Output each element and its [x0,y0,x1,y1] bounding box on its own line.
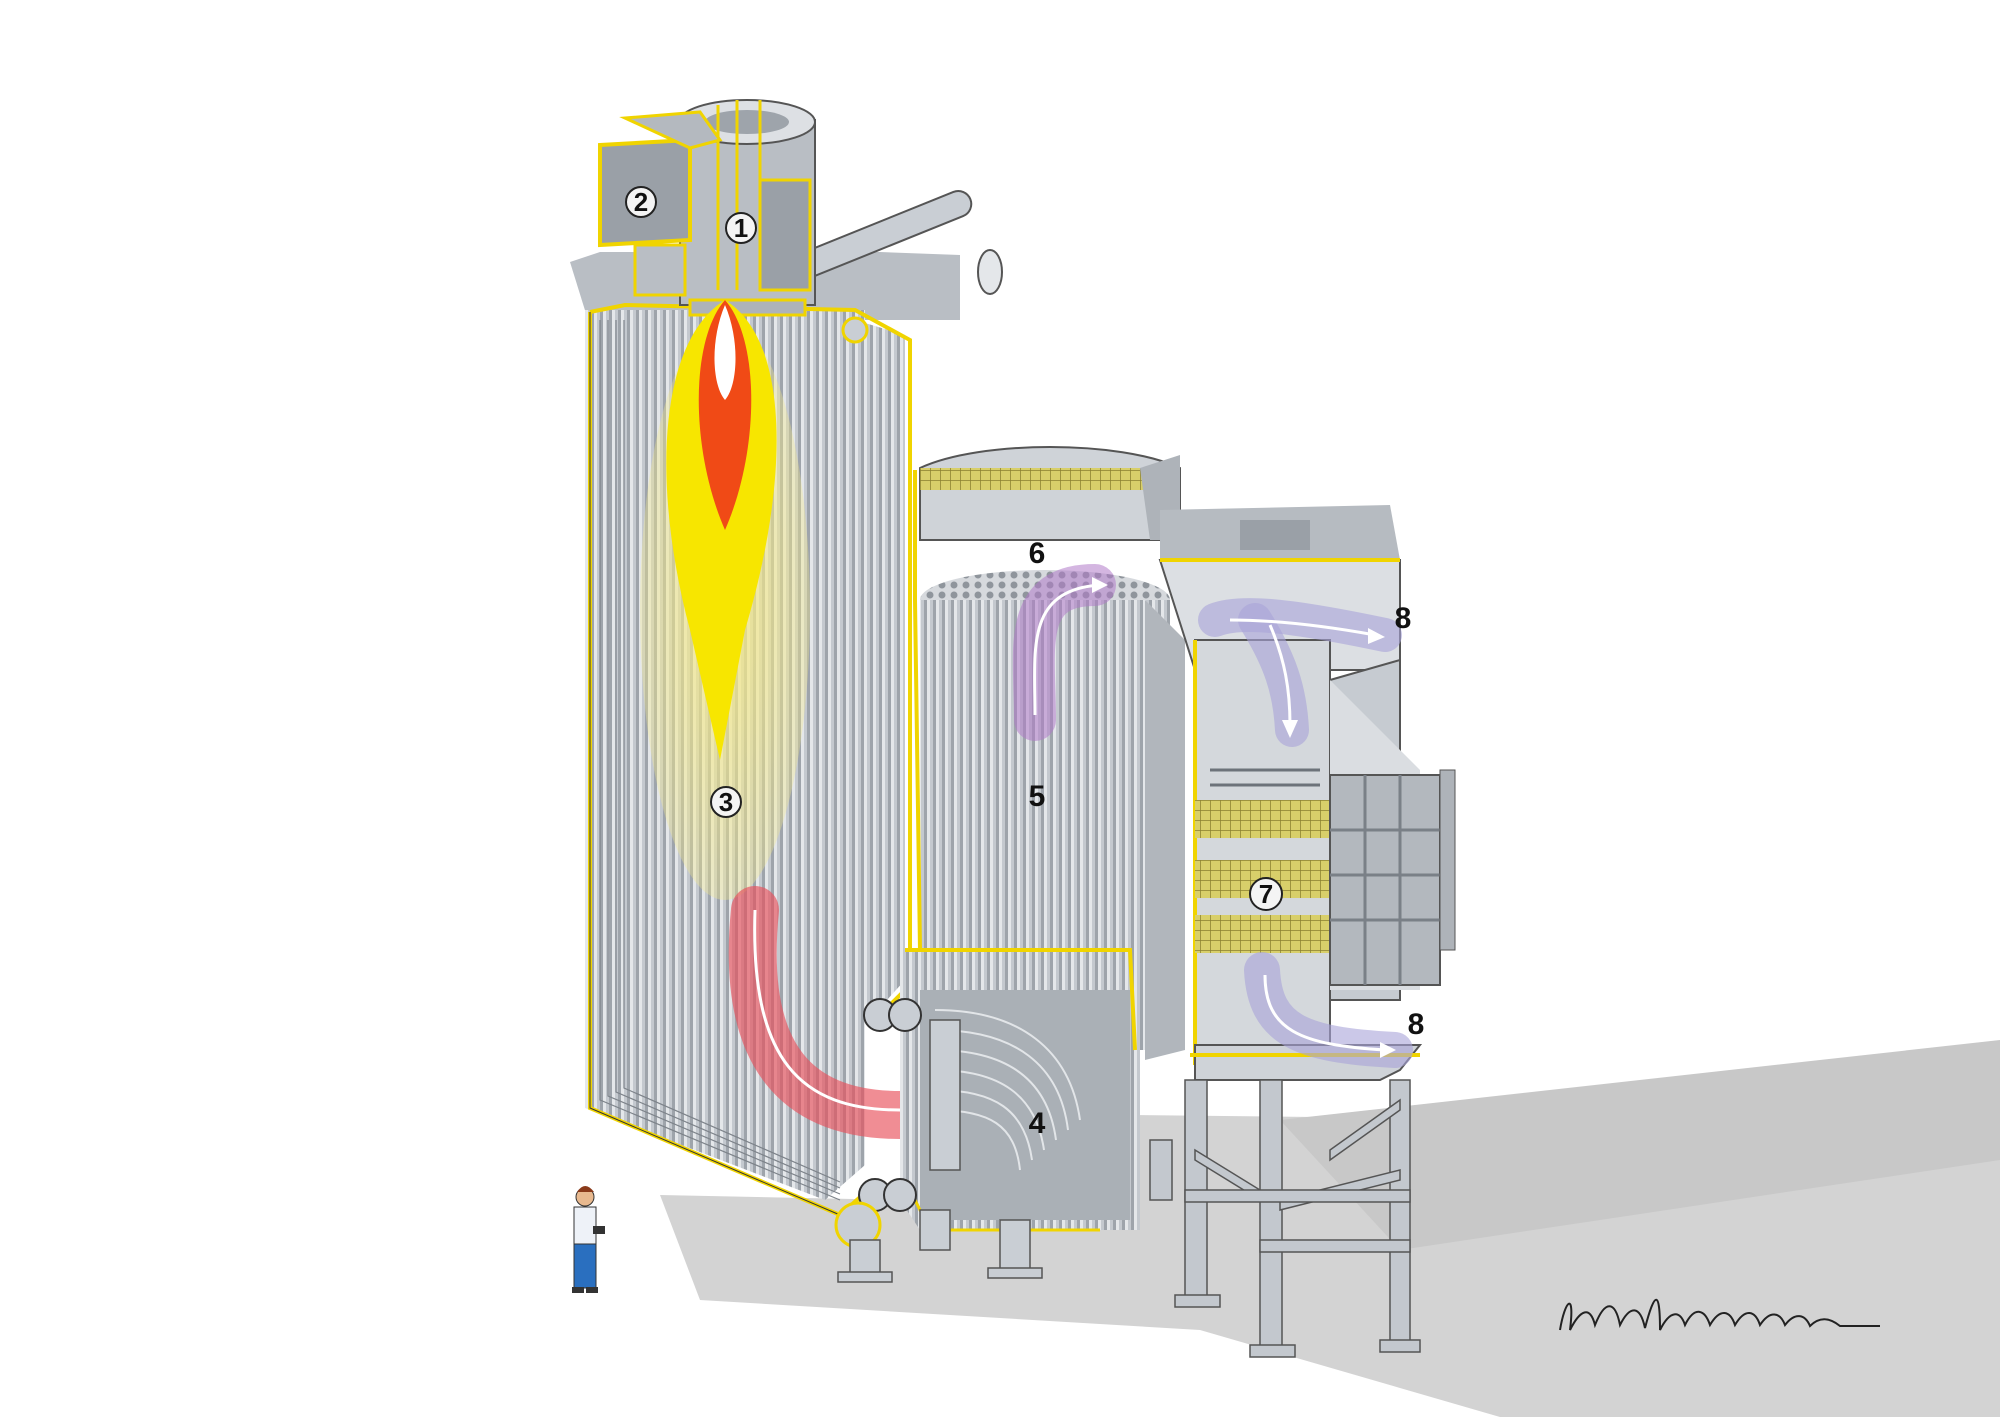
steam-drum [782,190,1003,344]
support-legs [837,1209,1043,1283]
flame [640,300,810,900]
svg-text:1: 1 [734,213,748,243]
label-2: 2 [625,186,657,218]
ground-shadow [660,1040,2000,1417]
svg-text:4: 4 [1029,1107,1046,1140]
label-4: 4 [1029,1107,1046,1140]
svg-text:8: 8 [1408,1008,1425,1041]
label-8-top: 8 [1395,602,1412,635]
support-structure [1149,1079,1421,1358]
svg-text:3: 3 [719,787,733,817]
svg-text:2: 2 [634,187,648,217]
flue-gas-arrow-purple [1012,564,1116,741]
flue-gas-arrow-lavender [1198,598,1413,1068]
label-3: 3 [710,786,742,818]
svg-text:8: 8 [1395,602,1412,635]
label-7: 7 [1249,877,1283,911]
svg-text:7: 7 [1259,879,1273,909]
svg-text:6: 6 [1029,537,1046,570]
person-figure [572,1186,605,1293]
label-1: 1 [725,212,757,244]
label-6: 6 [1029,537,1046,570]
label-5: 5 [1029,780,1046,813]
artist-signature [1559,1298,1880,1331]
convection-section [900,446,1185,1232]
svg-text:5: 5 [1029,780,1046,813]
economizer [1158,505,1456,1081]
label-8-bottom: 8 [1408,1008,1425,1041]
header-pipes [834,998,961,1249]
